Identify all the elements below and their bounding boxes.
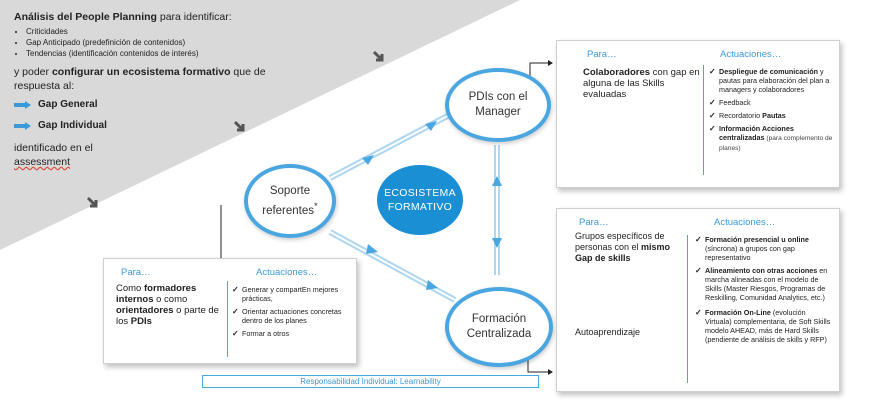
card-soporte-actions: Generar y compartEn mejores prácticas, O… — [232, 285, 350, 342]
node-formacion-line2: Centralizada — [466, 328, 532, 340]
action-rest: Orientar actuaciones concretas dentro de… — [242, 307, 342, 325]
intro-bullet: Criticidades — [26, 26, 284, 37]
divider — [687, 235, 688, 383]
responsabilidad-banner: Responsabilidad Individual: Learnability — [202, 375, 539, 388]
intro-assessment-line1: identificado en el — [14, 142, 93, 154]
center-line2: FORMATIVO — [387, 201, 453, 213]
center-line1: ECOSISTEMA — [384, 187, 456, 199]
node-formacion-line1: Formación — [471, 313, 527, 325]
card-formacion-para-bold: mismo Gap de skills — [575, 242, 671, 263]
soporte-para-mid: o como — [153, 294, 188, 305]
node-manager-line1: PDIs con el — [468, 91, 528, 103]
arrow-down-right-icon — [372, 50, 384, 62]
intro-title-bold: Análisis del People Planning — [14, 11, 157, 23]
divider — [703, 65, 704, 175]
action-item: Recordatorio Pautas — [709, 111, 833, 120]
soporte-para-mid: o parte de los — [116, 305, 219, 327]
action-rest: y pautas para elaboración del plan a man… — [719, 67, 830, 94]
gap-individual-label: Gap Individual — [38, 120, 107, 131]
action-rest: en marcha alineadas con el modelo de Ski… — [705, 266, 828, 302]
intro-bullet: Gap Anticipado (predefinición de conteni… — [26, 37, 284, 48]
node-soporte-line1: Soporte — [269, 184, 311, 197]
ecosystem-center: ECOSISTEMA FORMATIVO — [377, 165, 463, 235]
card-soporte-para-text: Como formadores internos o como orientad… — [116, 283, 224, 327]
arrow-down-right-icon — [86, 196, 98, 208]
card-soporte: Para… Actuaciones… Como formadores inter… — [103, 258, 357, 364]
node-pdis-manager: PDIs con el Manager — [445, 68, 551, 142]
card-formacion-autoaprendizaje: Autoaprendizaje — [575, 327, 641, 337]
action-bold: Información Acciones centralizadas — [719, 124, 794, 142]
action-bold: Despliegue de comunicación — [719, 67, 819, 76]
card-formacion-para-pre: Grupos específicos de personas con el — [575, 231, 665, 252]
card-formacion-para-head: Para… — [579, 217, 609, 228]
intro-title-rest: para identificar: — [156, 11, 232, 23]
card-manager-para-head: Para… — [587, 49, 617, 60]
card-soporte-act-head: Actuaciones… — [256, 267, 318, 278]
card-manager-para-text: Colaboradores con gap en alguna de las S… — [583, 67, 701, 100]
action-item: Feedback — [709, 98, 833, 107]
action-rest: Recordatorio — [719, 111, 763, 120]
intro-title: Análisis del People Planning para identi… — [14, 10, 284, 24]
node-soporte-line2: referentes — [262, 204, 315, 217]
card-manager-para-rest: con gap en alguna de las Skills evaluada… — [583, 67, 700, 100]
action-rest: (evolución Virtuala) complementaria, de … — [705, 308, 831, 344]
gap-general-row: Gap General — [14, 98, 284, 112]
card-manager: Para… Actuaciones… Colaboradores con gap… — [556, 40, 840, 188]
action-bold: Alineamiento con otras acciones — [705, 266, 818, 275]
arrow-down-right-icon — [233, 120, 245, 132]
action-item: Información Acciones centralizadas (para… — [709, 124, 833, 153]
node-soporte-referentes: Soporte referentes* — [244, 164, 336, 238]
action-item: Formación On-Line (evolución Virtuala) c… — [695, 308, 833, 344]
card-formacion: Para… Actuaciones… Grupos específicos de… — [556, 208, 840, 392]
action-rest: Generar y compartEn mejores prácticas, — [242, 285, 339, 303]
action-rest: (síncrona) a grupos con gap representati… — [705, 244, 795, 262]
action-item: Despliegue de comunicación y pautas para… — [709, 67, 833, 94]
intro-paragraph: y poder configurar un ecosistema formati… — [14, 65, 284, 93]
soporte-para-pre: Como — [116, 283, 144, 294]
asterisk-mark: * — [314, 200, 318, 212]
soporte-para-bold: formadores internos — [116, 283, 197, 305]
intro-para-post: que de respuesta al: — [14, 66, 266, 92]
card-manager-act-head: Actuaciones… — [720, 49, 782, 60]
action-bold: Pautas — [762, 111, 786, 120]
intro-para-pre: y poder — [14, 66, 52, 78]
card-manager-actions: Despliegue de comunicación y pautas para… — [709, 67, 833, 157]
action-rest: Formar a otros — [242, 329, 290, 338]
action-sub: (para complemento de planes) — [719, 135, 833, 152]
arrow-right-icon — [14, 122, 32, 130]
card-manager-para-bold: Colaboradores — [583, 67, 651, 78]
node-manager-line2: Manager — [475, 106, 521, 118]
intro-para-bold: configurar un ecosistema formativo — [51, 66, 231, 78]
arrow-right-icon — [14, 101, 32, 109]
card-soporte-para-head: Para… — [121, 267, 151, 278]
card-formacion-para-text: Grupos específicos de personas con el mi… — [575, 231, 685, 264]
intro-bullet: Tendencias (identificación contenidos de… — [26, 48, 284, 59]
intro-bullets: Criticidades Gap Anticipado (predefinici… — [14, 26, 284, 59]
action-bold: Formación On-Line — [705, 308, 771, 317]
divider — [227, 281, 228, 357]
action-bold: Formación presencial u online — [705, 235, 809, 244]
intro-assessment-line2: assessment — [14, 156, 71, 168]
action-item: Formar a otros — [232, 329, 350, 338]
action-item: Generar y compartEn mejores prácticas, — [232, 285, 350, 303]
action-rest: Feedback — [719, 98, 751, 107]
soporte-para-bold: PDIs — [130, 316, 152, 327]
action-item: Orientar actuaciones concretas dentro de… — [232, 307, 350, 325]
gap-individual-row: Gap Individual — [14, 119, 284, 133]
node-formacion-centralizada: Formación Centralizada — [445, 287, 553, 367]
card-formacion-act-head: Actuaciones… — [714, 217, 776, 228]
action-item: Alineamiento con otras acciones en march… — [695, 266, 833, 302]
action-item: Formación presencial u online (síncrona)… — [695, 235, 833, 262]
intro-assessment: identificado en el assessment — [14, 141, 284, 169]
gap-general-label: Gap General — [38, 99, 98, 110]
card-formacion-actions: Formación presencial u online (síncrona)… — [695, 235, 833, 348]
soporte-para-bold: orientadores — [116, 305, 174, 316]
intro-panel: Análisis del People Planning para identi… — [14, 10, 284, 169]
